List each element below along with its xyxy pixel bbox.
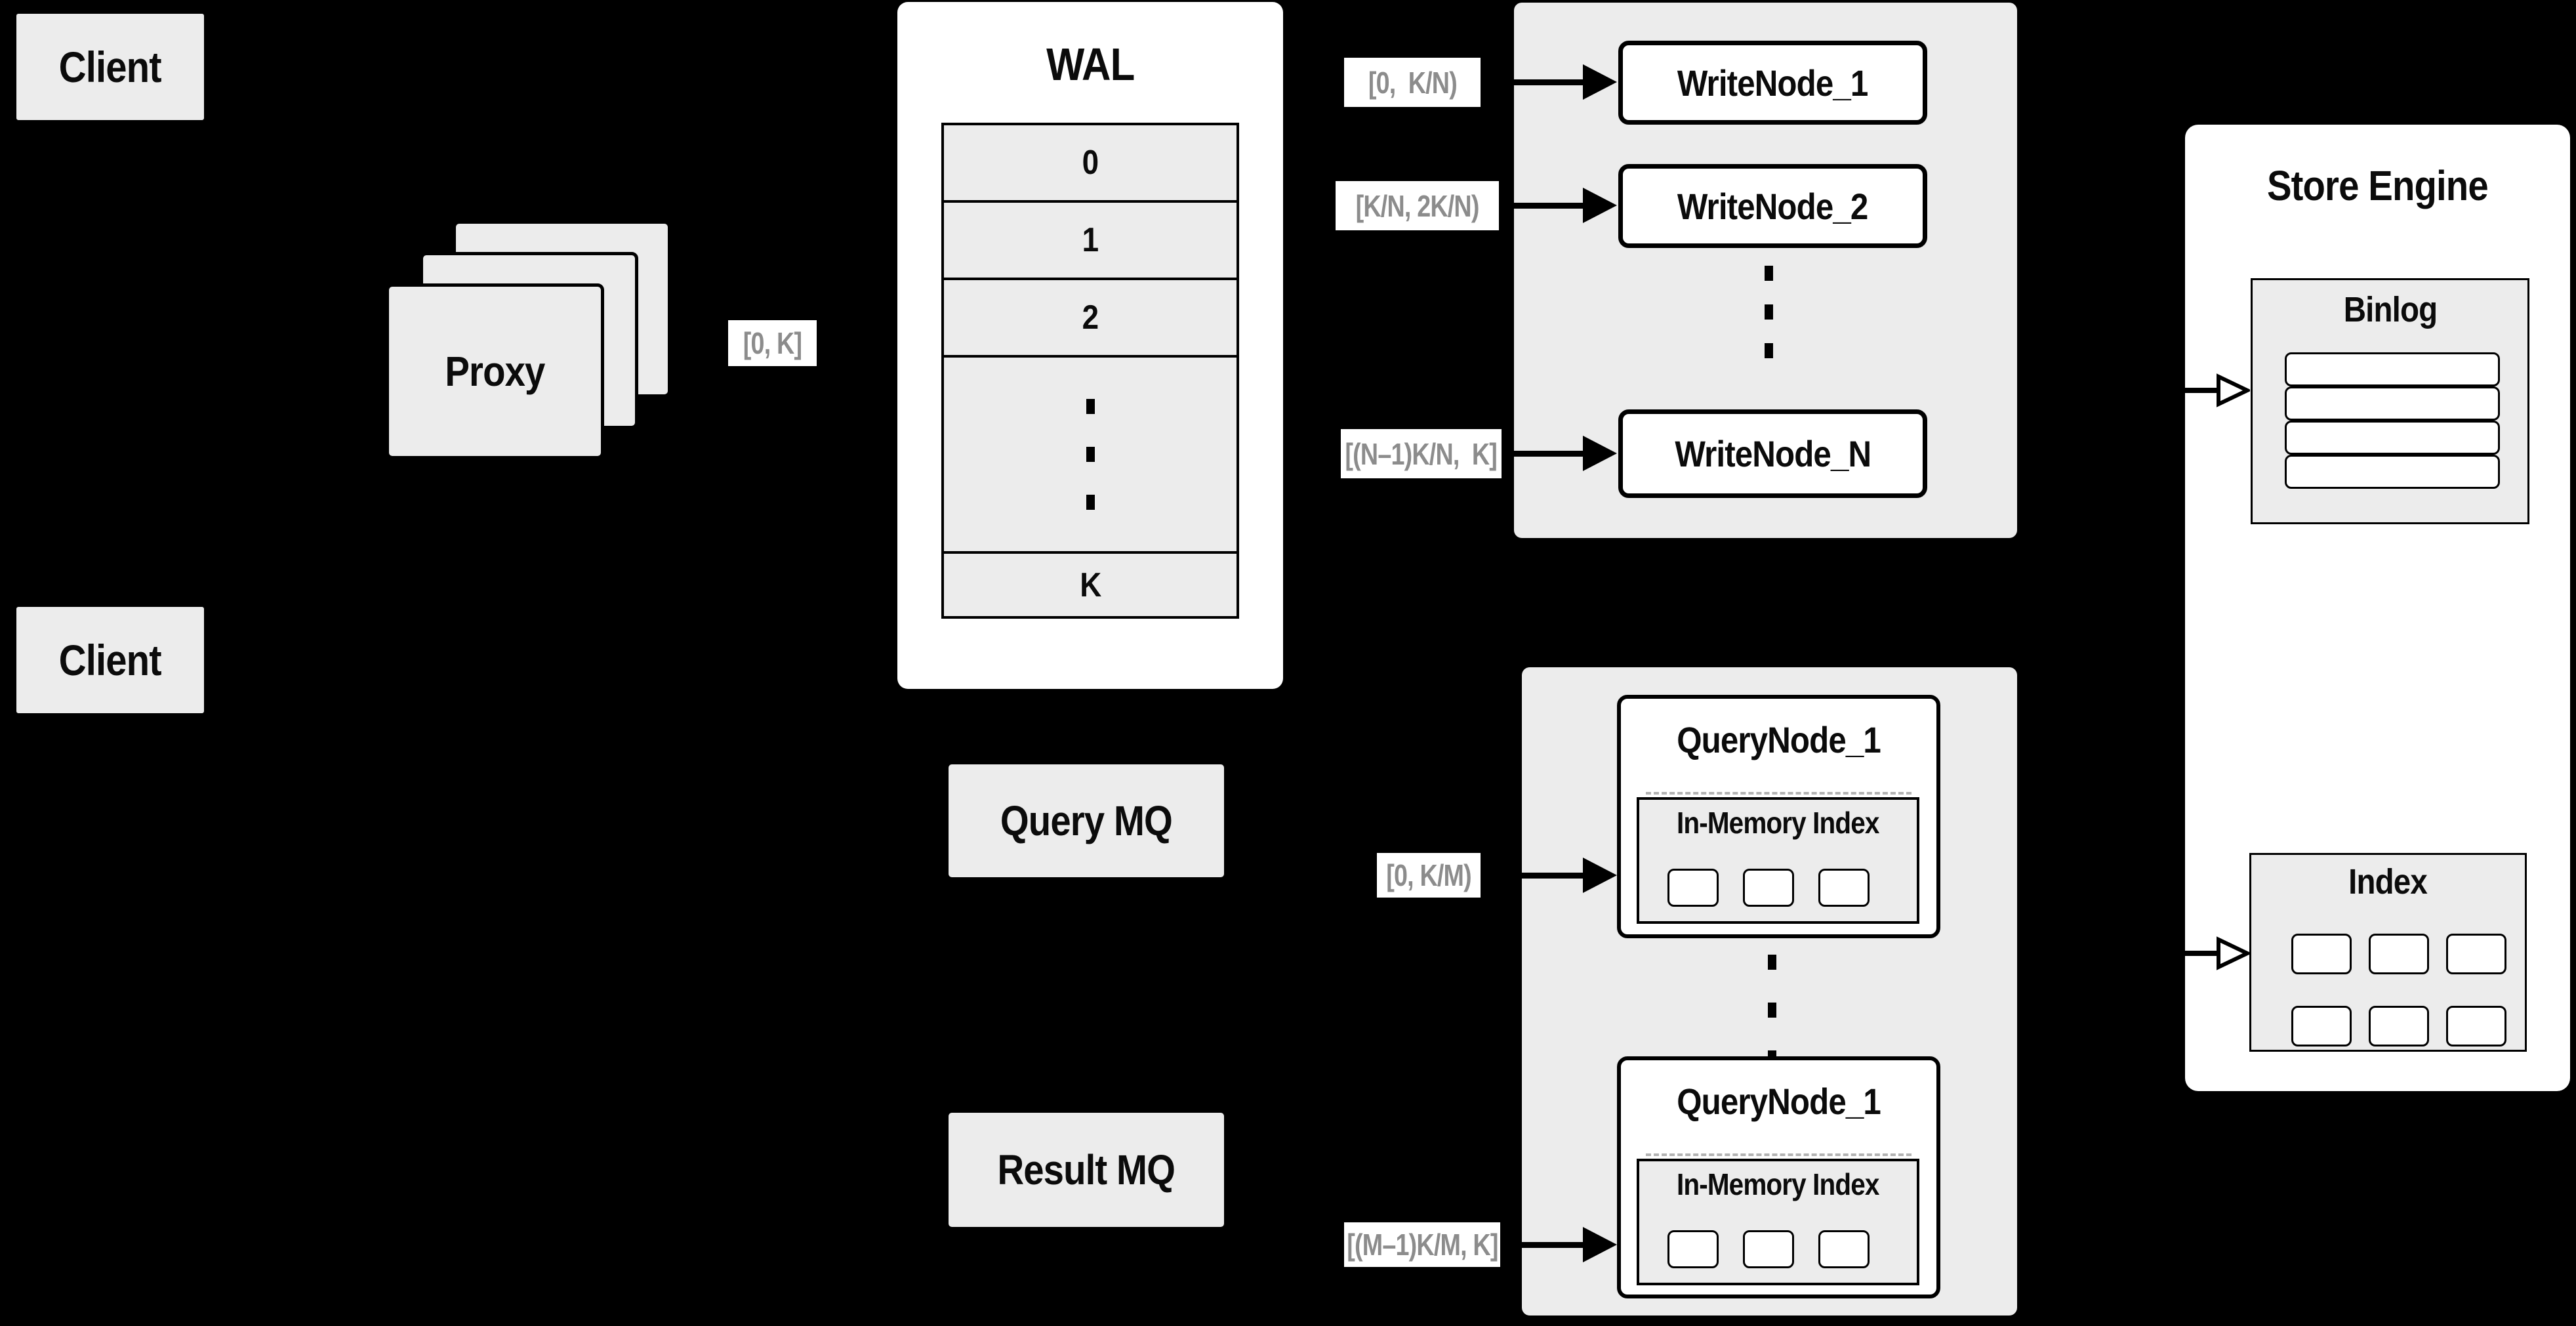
in-memory-index-panel-top: In-Memory Index [1637, 797, 1919, 924]
arrow-to-query-node-1 [1481, 873, 1584, 879]
index-cell [2291, 1006, 2352, 1046]
write-node-ellipsis-icon [1765, 266, 1773, 358]
memory-cell [1743, 869, 1794, 907]
edge-label-to-write-node-1: [0, K/N) [1344, 58, 1481, 107]
arrow-to-query-node-1-head-icon [1583, 858, 1617, 893]
query-node-bottom-title: QueryNode_1 [1677, 1081, 1881, 1122]
arrow-to-query-node-m-head-icon [1583, 1227, 1617, 1262]
arrow-to-write-node-2 [1499, 203, 1584, 209]
client-bottom-label: Client [58, 636, 162, 684]
arrow-to-index [2165, 951, 2218, 956]
index-title: Index [2348, 862, 2428, 901]
arrow-to-write-node-n-head-icon [1583, 436, 1617, 471]
index-cell [2446, 1006, 2506, 1046]
arrow-to-write-node-1 [1481, 79, 1584, 85]
edge-label-to-write-node-n: [(N–1)K/N, K] [1341, 429, 1502, 478]
write-node-2: WriteNode_2 [1618, 164, 1927, 248]
write-node-n: WriteNode_N [1618, 409, 1927, 498]
store-engine-panel: Store Engine Binlog Index [2185, 125, 2570, 1091]
arrow-to-write-node-n [1502, 451, 1584, 457]
edge-label-to-query-node-m: [(M–1)K/M, K] [1344, 1222, 1500, 1267]
wal-title: WAL [1046, 39, 1135, 90]
wal-row-ellipsis [941, 355, 1239, 554]
memory-cell [1818, 869, 1870, 907]
binlog-panel: Binlog [2251, 278, 2529, 524]
arrow-to-write-node-1-head-icon [1583, 64, 1617, 100]
query-node-top-title: QueryNode_1 [1677, 719, 1881, 760]
arrow-to-write-node-2-head-icon [1583, 188, 1617, 223]
index-cell [2446, 934, 2506, 974]
memory-cell [1667, 1230, 1719, 1268]
binlog-row [2285, 352, 2500, 386]
client-top-label: Client [58, 43, 162, 91]
binlog-row [2285, 386, 2500, 421]
client-box-bottom: Client [14, 605, 206, 715]
arrow-to-binlog-head-icon [2217, 373, 2250, 407]
client-box-top: Client [14, 12, 206, 122]
index-cell [2369, 934, 2429, 974]
wal-table: 0 1 2 K [941, 123, 1239, 619]
divider [1646, 792, 1912, 795]
proxy-stack: Proxy [383, 217, 675, 463]
store-engine-title: Store Engine [2267, 162, 2489, 209]
memory-cell [1818, 1230, 1870, 1268]
index-cell [2291, 934, 2352, 974]
query-node-bottom: QueryNode_1 In-Memory Index [1617, 1056, 1940, 1298]
result-mq-box: Result MQ [947, 1111, 1226, 1229]
memory-cell [1743, 1230, 1794, 1268]
binlog-title: Binlog [2343, 290, 2437, 329]
edge-label-to-query-node-1: [0, K/M) [1377, 853, 1481, 898]
query-node-top: QueryNode_1 In-Memory Index [1617, 695, 1940, 938]
wal-row-1: 1 [941, 200, 1239, 280]
index-cell [2369, 1006, 2429, 1046]
index-panel: Index [2249, 853, 2527, 1052]
arrow-to-query-node-m [1500, 1242, 1584, 1248]
proxy-box-front: Proxy [386, 283, 604, 459]
memory-cell [1667, 869, 1719, 907]
in-memory-index-panel-bottom: In-Memory Index [1637, 1159, 1919, 1285]
ellipsis-dots-icon [1086, 399, 1095, 510]
binlog-row [2285, 455, 2500, 489]
write-node-1: WriteNode_1 [1618, 41, 1927, 125]
wal-row-k: K [941, 551, 1239, 619]
wal-panel: WAL 0 1 2 K [897, 2, 1283, 689]
in-memory-index-title: In-Memory Index [1677, 1167, 1879, 1201]
in-memory-index-title: In-Memory Index [1677, 806, 1879, 840]
wal-row-0: 0 [941, 123, 1239, 203]
proxy-label: Proxy [445, 348, 545, 395]
binlog-row [2285, 421, 2500, 455]
divider [1646, 1153, 1912, 1156]
arrow-to-index-head-icon [2217, 936, 2250, 970]
edge-label-proxy-to-wal: [0, K] [728, 320, 817, 366]
query-node-ellipsis-icon [1768, 955, 1776, 1066]
arrow-to-binlog [2165, 388, 2218, 393]
edge-label-to-write-node-2: [K/N, 2K/N) [1336, 181, 1499, 230]
query-mq-box: Query MQ [947, 762, 1226, 879]
wal-row-2: 2 [941, 278, 1239, 358]
